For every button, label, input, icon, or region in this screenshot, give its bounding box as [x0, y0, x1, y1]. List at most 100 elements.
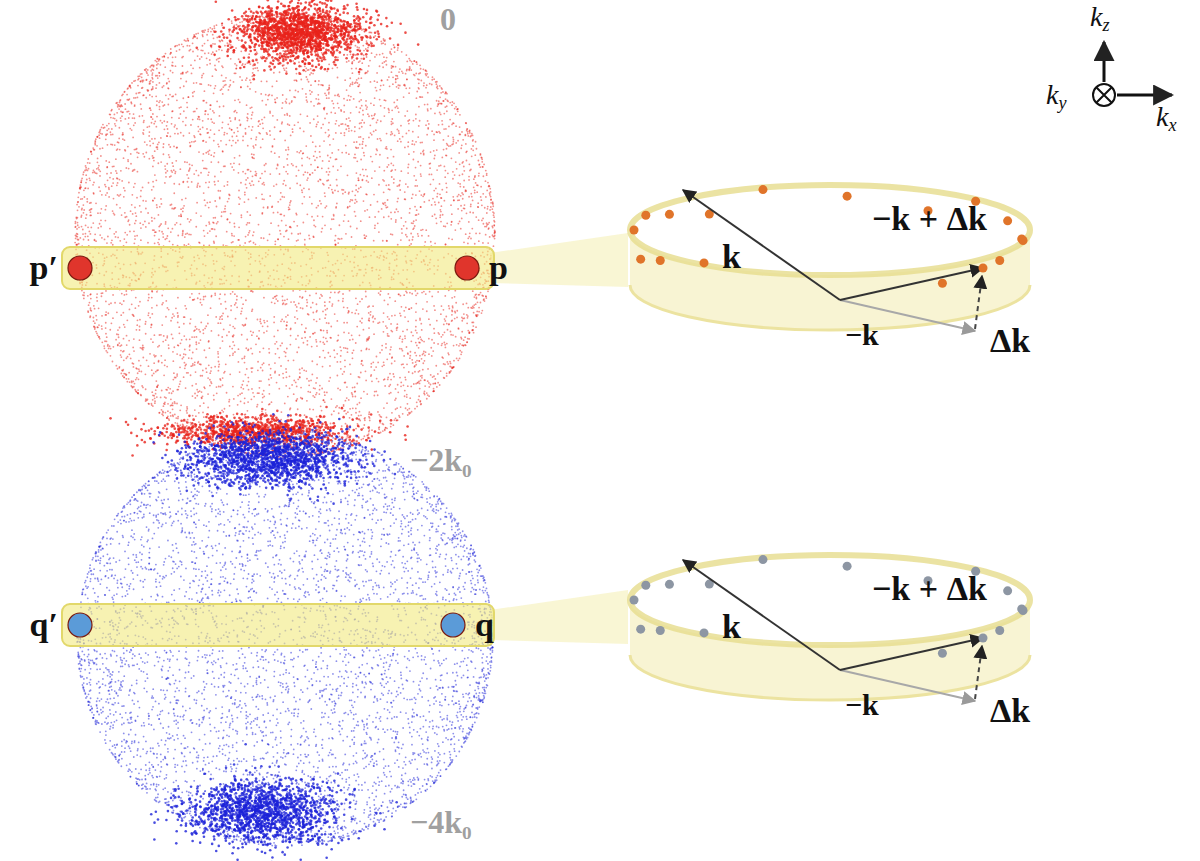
scatter-point	[167, 78, 169, 80]
scatter-point	[91, 153, 93, 155]
scatter-point	[229, 221, 231, 223]
scatter-point	[335, 132, 337, 134]
scatter-point	[93, 149, 95, 151]
scatter-point	[355, 45, 357, 47]
scatter-point	[184, 362, 186, 364]
scatter-point	[117, 178, 119, 180]
scatter-point	[383, 312, 385, 314]
scatter-point	[368, 413, 370, 415]
scatter-point	[169, 388, 171, 390]
scatter-point	[191, 336, 193, 338]
scatter-point	[421, 142, 423, 144]
scatter-point	[381, 345, 383, 347]
scatter-point	[311, 203, 313, 205]
scatter-point	[355, 428, 357, 430]
scatter-point	[443, 324, 445, 326]
scatter-point	[381, 349, 383, 351]
scatter-point	[329, 144, 331, 146]
scatter-point	[487, 242, 489, 244]
scatter-point	[357, 85, 359, 87]
scatter-point	[356, 160, 358, 162]
scatter-point	[166, 237, 168, 239]
scatter-point	[402, 136, 404, 138]
scatter-point	[361, 322, 363, 324]
scatter-point	[123, 338, 125, 340]
scatter-point	[177, 416, 179, 418]
scatter-point	[365, 48, 367, 50]
scatter-point	[280, 192, 282, 194]
scatter-point	[112, 317, 114, 319]
scatter-point	[348, 60, 350, 62]
scatter-point	[359, 320, 361, 322]
scatter-point	[241, 384, 243, 386]
scatter-point	[101, 237, 103, 239]
scatter-point	[338, 95, 340, 97]
scatter-point	[283, 196, 285, 198]
scatter-point	[343, 332, 345, 334]
scatter-point	[253, 242, 255, 244]
scatter-point	[462, 139, 464, 141]
scatter-point	[408, 408, 410, 410]
scatter-point	[117, 329, 119, 331]
scatter-point	[189, 45, 191, 47]
scatter-point	[154, 235, 156, 237]
scatter-point	[444, 295, 446, 297]
scatter-point	[248, 232, 250, 234]
scatter-point	[219, 293, 221, 295]
scatter-point	[315, 293, 317, 295]
scatter-point	[439, 214, 441, 216]
scatter-point	[326, 171, 328, 173]
scatter-point	[173, 146, 175, 148]
scatter-point	[393, 61, 395, 63]
scatter-point	[440, 336, 442, 338]
scatter-point	[386, 417, 388, 419]
scatter-point	[177, 344, 179, 346]
scatter-point	[474, 189, 476, 191]
scatter-point	[134, 122, 136, 124]
scatter-point	[229, 79, 231, 81]
scatter-point	[204, 199, 206, 201]
scatter-point	[339, 238, 341, 240]
scatter-point	[399, 337, 401, 339]
scatter-point	[159, 75, 161, 77]
scatter-point	[207, 118, 209, 120]
scatter-point	[228, 31, 230, 33]
scatter-point	[415, 303, 417, 305]
scatter-point	[159, 64, 161, 66]
scatter-point	[172, 313, 174, 315]
scatter-point	[451, 238, 453, 240]
scatter-point	[243, 357, 245, 359]
scatter-point	[158, 345, 160, 347]
scatter-point	[125, 241, 127, 243]
scatter-point	[281, 123, 283, 125]
scatter-point	[278, 374, 280, 376]
scatter-point	[400, 315, 402, 317]
scatter-point	[399, 180, 401, 182]
scatter-point	[259, 123, 261, 125]
scatter-point	[210, 367, 212, 369]
scatter-point	[396, 407, 398, 409]
scatter-point	[152, 86, 154, 88]
scatter-point	[120, 350, 122, 352]
scatter-point	[245, 128, 247, 130]
scatter-point	[186, 406, 188, 408]
scatter-point	[418, 347, 420, 349]
scatter-point	[488, 228, 490, 230]
scatter-point	[87, 226, 89, 228]
scatter-point	[474, 243, 476, 245]
scatter-point	[437, 343, 439, 345]
scatter-point	[374, 97, 376, 99]
scatter-point	[118, 195, 120, 197]
scatter-point	[148, 297, 150, 299]
scatter-point	[199, 390, 201, 392]
scatter-point	[427, 108, 429, 110]
scatter-point	[289, 187, 291, 189]
scatter-point	[416, 209, 418, 211]
scatter-point	[109, 131, 111, 133]
scatter-point	[117, 344, 119, 346]
scatter-point	[349, 364, 351, 366]
scatter-point	[149, 131, 151, 133]
scatter-point	[280, 411, 282, 413]
scatter-point	[206, 34, 208, 36]
scatter-point	[214, 133, 216, 135]
